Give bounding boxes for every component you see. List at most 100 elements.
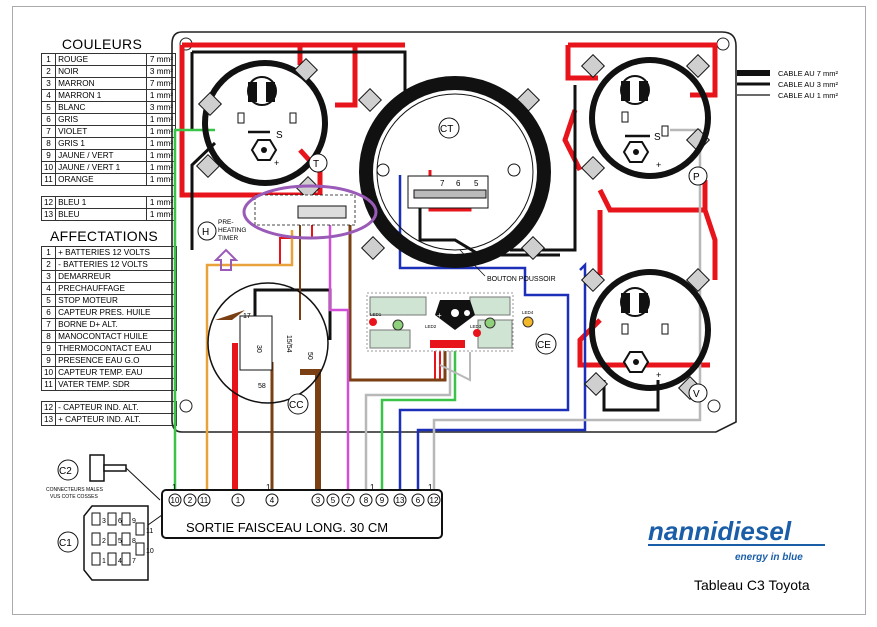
c1-pin	[91, 532, 101, 546]
svg-text:PRE-: PRE-	[218, 219, 234, 226]
brand-logo: nannidiesel energy in blue	[648, 516, 825, 563]
svg-text:LED3: LED3	[470, 324, 482, 329]
wire-blue-1	[416, 261, 587, 496]
highlight-ellipse	[242, 184, 378, 240]
preheating-timer: PRE- HEATING TIMER H	[197, 184, 378, 271]
c1-pin	[107, 532, 117, 546]
svg-text:15/54: 15/54	[285, 335, 292, 353]
sortie-pin	[197, 493, 211, 507]
brand-tagline: energy in blue	[735, 552, 803, 563]
sortie-pin-number: 5	[331, 496, 336, 505]
c1-pin-number: 4	[118, 558, 122, 565]
svg-text:1: 1	[428, 483, 433, 492]
sortie-pin	[231, 493, 245, 507]
legend-number: 13	[40, 413, 57, 426]
c1-pin	[91, 552, 101, 566]
gauge-ct-label: CT	[440, 124, 453, 135]
c1-pin-number: 9	[132, 518, 136, 525]
gauge-t: S + T	[202, 60, 328, 186]
sortie-pin	[311, 493, 325, 507]
sortie-pin-number: 1	[236, 496, 241, 505]
gauge-p: S + P	[589, 57, 711, 186]
c1-pin-number: 7	[132, 558, 136, 565]
wire-orange	[205, 230, 294, 496]
svg-text:58: 58	[258, 383, 266, 390]
svg-text:HEATING: HEATING	[218, 227, 246, 234]
wire-black-v	[602, 380, 660, 412]
wire-brown-main	[300, 369, 321, 496]
sortie-pin	[183, 493, 197, 507]
wire-black-cc	[253, 288, 332, 340]
cc-label: CC	[289, 400, 303, 411]
panel-hole	[707, 399, 721, 413]
legend-size: 1 mm²	[146, 208, 177, 221]
gauge-v-label: V	[693, 389, 700, 400]
svg-text:C1: C1	[59, 538, 72, 549]
sortie-pin-number: 9	[380, 496, 385, 505]
affectations-table-2: 12- CAPTEUR IND. ALT.13+ CAPTEUR IND. AL…	[40, 401, 178, 426]
wire-white-ce	[439, 352, 471, 382]
cable-legend-7: CABLE AU 7 mm²	[778, 69, 839, 78]
legend-name: VATER TEMP. SDR	[55, 378, 178, 391]
c1-pin-number: 8	[132, 538, 136, 545]
ce-board: + LED1 LED2 LED3 LED4 CE	[366, 292, 557, 355]
sortie-pin	[341, 493, 355, 507]
sortie-pin	[359, 493, 373, 507]
gauge-t-label: T	[313, 159, 319, 170]
c1-pin-number: 3	[102, 518, 106, 525]
sortie-pin	[411, 493, 425, 507]
h-label: H	[202, 227, 209, 238]
svg-text:TIMER: TIMER	[218, 235, 239, 242]
svg-text:1: 1	[370, 483, 375, 492]
legend-number: 13	[40, 208, 57, 221]
sortie-pin	[427, 493, 441, 507]
brand-name: nannidiesel	[648, 516, 792, 546]
legend-size: 1 mm²	[146, 173, 177, 186]
wire-red	[597, 180, 708, 213]
page-frame	[12, 6, 866, 615]
c1-pin	[135, 522, 145, 536]
sortie-pin-number: 12	[430, 496, 439, 505]
diagram-caption: Tableau C3 Toyota	[694, 577, 810, 593]
bouton-poussoir-label: BOUTON POUSSOIR	[487, 276, 556, 283]
wire-black	[190, 141, 217, 250]
legend-number: 10	[40, 161, 57, 174]
c1-pin	[121, 532, 131, 546]
svg-text:6: 6	[456, 179, 461, 188]
svg-text:C2: C2	[59, 466, 72, 477]
svg-text:+: +	[656, 370, 661, 380]
wire-violet	[328, 215, 350, 496]
c1-pin-number: 2	[102, 538, 106, 545]
wire-red	[297, 45, 358, 108]
panel-hole	[179, 399, 193, 413]
legend-name: ORANGE	[55, 173, 148, 186]
legend-number: 11	[40, 173, 57, 186]
svg-text:LED1: LED1	[370, 312, 382, 317]
svg-text:5: 5	[474, 179, 479, 188]
c1-pin	[91, 512, 101, 526]
wire-red	[577, 318, 710, 368]
svg-text:17: 17	[243, 313, 251, 320]
wire-red	[565, 45, 598, 81]
wire-green	[173, 128, 215, 496]
svg-text:1: 1	[172, 483, 177, 492]
c1-pin-number: 10	[146, 548, 154, 555]
wire-red	[562, 109, 583, 172]
mount-diamonds	[195, 53, 711, 401]
svg-text:7: 7	[440, 179, 445, 188]
svg-text:LED4: LED4	[522, 310, 534, 315]
c1-pin	[121, 552, 131, 566]
svg-text:CONNECTEURS MALES: CONNECTEURS MALES	[46, 487, 104, 493]
sortie-pin	[265, 493, 279, 507]
c1-pin-number: 1	[102, 558, 106, 565]
